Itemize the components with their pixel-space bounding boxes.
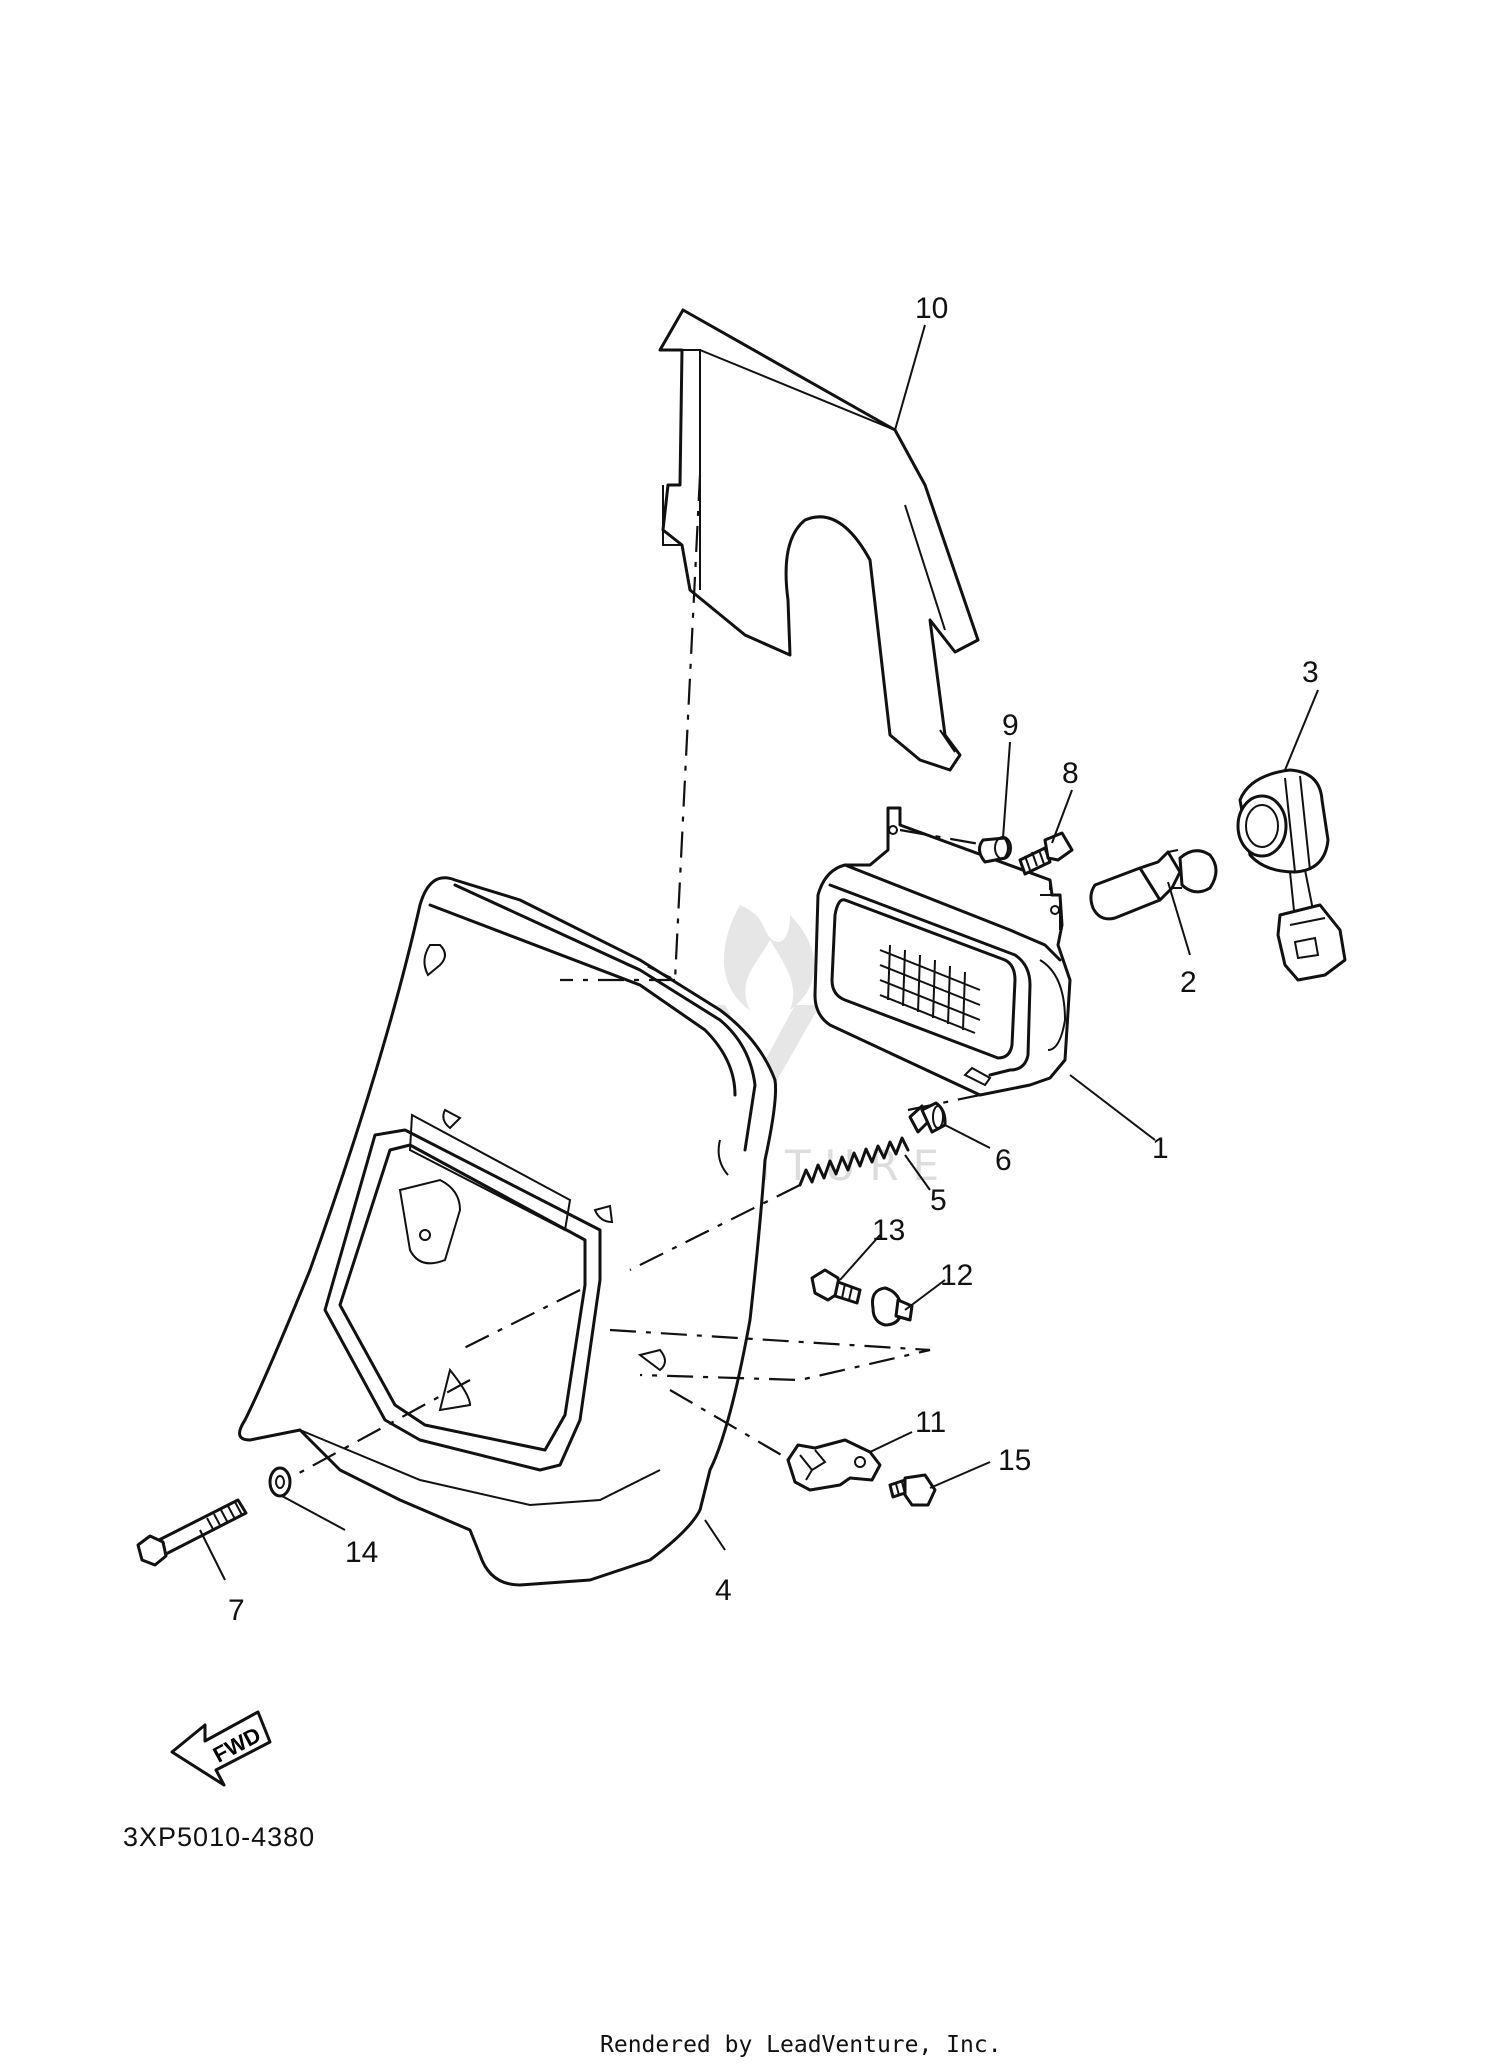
callout-5: 5 [930,1184,947,1217]
callout-13: 13 [872,1214,905,1247]
callout-10: 10 [915,292,948,325]
callout-8: 8 [1062,757,1079,790]
part-9-spacer [978,836,1012,864]
diagram-code: 3XP5010-4380 [123,1822,316,1852]
part-2-bulb [1089,849,1218,921]
part-5-spring [798,1136,910,1187]
leader-lines [199,324,1319,1581]
callout-1: 1 [1152,1132,1169,1165]
part-13-bolt [810,1268,862,1305]
part-1-headlight-unit [813,806,1072,1097]
callout-3: 3 [1302,656,1319,689]
callout-11: 11 [915,1406,946,1439]
callout-9: 9 [1002,709,1019,742]
part-6-grommet [908,1101,947,1134]
part-4-headlight-cover [238,876,778,1587]
callout-12: 12 [940,1259,973,1292]
part-3-socket [1236,768,1347,982]
footer-credit: Rendered by LeadVenture, Inc. [600,2032,1002,2058]
callout-4: 4 [715,1574,732,1607]
callout-7: 7 [228,1594,245,1627]
part-12-clip [871,1286,914,1327]
callout-14: 14 [345,1536,378,1569]
callout-6: 6 [995,1144,1012,1177]
part-14-washer [268,1466,292,1498]
part-8-bolt [1018,831,1074,876]
part-15-bolt [888,1473,937,1507]
callout-15: 15 [998,1444,1031,1477]
part-10-bracket [658,308,980,772]
part-11-bracket [786,1438,882,1492]
assembly-lines [289,474,986,1479]
part-7-bolt [136,1498,248,1567]
callouts: 10 9 8 3 2 1 6 5 13 12 11 15 4 14 7 [228,292,1319,1627]
fwd-arrow-icon: FWD [170,1710,272,1787]
callout-2: 2 [1180,966,1197,999]
